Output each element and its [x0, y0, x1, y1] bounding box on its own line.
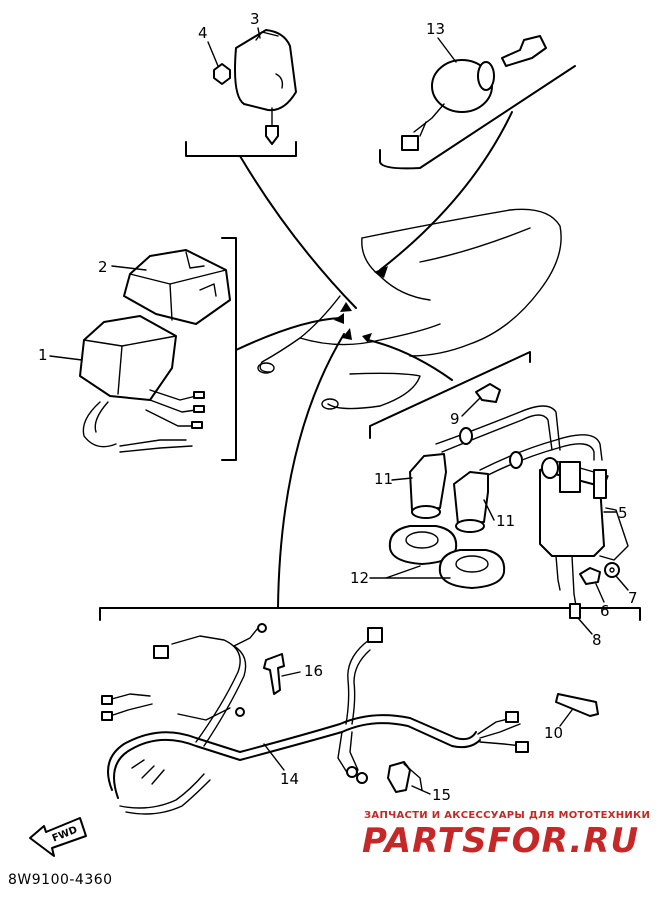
part-number-labels: 3 4 13 2 1 9 11 11 5 12 6 7 8 16 10 14 1…	[38, 10, 638, 804]
part-15-clamp	[387, 761, 423, 793]
part-16-cable-guide	[263, 653, 285, 695]
part-number-12: 12	[350, 569, 369, 587]
part-number-1: 1	[38, 346, 48, 364]
part-14-wire-harness	[101, 623, 529, 815]
part-7-washer	[604, 562, 620, 578]
part-number-4: 4	[198, 24, 208, 42]
part-number-10: 10	[544, 724, 563, 742]
part-11-plug-caps	[409, 405, 603, 533]
part-number-2: 2	[98, 258, 108, 276]
part-number-15: 15	[432, 786, 451, 804]
part-number-8: 8	[592, 631, 602, 649]
watermark: ЗАПЧАСТИ И АКСЕССУАРЫ ДЛЯ МОТОТЕХНИКИ PA…	[362, 810, 650, 861]
fwd-arrow: FWD	[29, 817, 87, 857]
part-number-6: 6	[600, 602, 610, 620]
part-1-cdi-unit	[79, 315, 205, 453]
motorcycle-frame-outline	[257, 208, 562, 410]
part-number-11-left: 11	[374, 470, 393, 488]
part-number-14: 14	[280, 770, 299, 788]
part-number-7: 7	[628, 589, 638, 607]
part-12-plug-seals	[385, 525, 506, 589]
part-9-clamp	[475, 383, 501, 403]
part-13-main-switch	[401, 35, 547, 151]
part-number-5: 5	[618, 504, 628, 522]
part-10-band	[555, 693, 599, 717]
drawing-code: 8W9100-4360	[8, 872, 113, 888]
leader-lines	[235, 111, 513, 609]
part-6-bolt	[579, 567, 601, 585]
part-4-nut	[213, 63, 231, 85]
part-number-13: 13	[426, 20, 445, 38]
part-number-11-right: 11	[496, 512, 515, 530]
part-number-9: 9	[450, 410, 460, 428]
part-3-cover	[234, 29, 297, 145]
part-2-rectifier	[123, 249, 231, 325]
watermark-tagline: ЗАПЧАСТИ И АКСЕССУАРЫ ДЛЯ МОТОТЕХНИКИ	[364, 810, 650, 821]
part-number-16: 16	[304, 662, 323, 680]
part-5-ignition-coil	[539, 457, 629, 619]
part-number-3: 3	[250, 10, 260, 28]
watermark-logo: PARTSFOR.RU	[362, 821, 639, 861]
